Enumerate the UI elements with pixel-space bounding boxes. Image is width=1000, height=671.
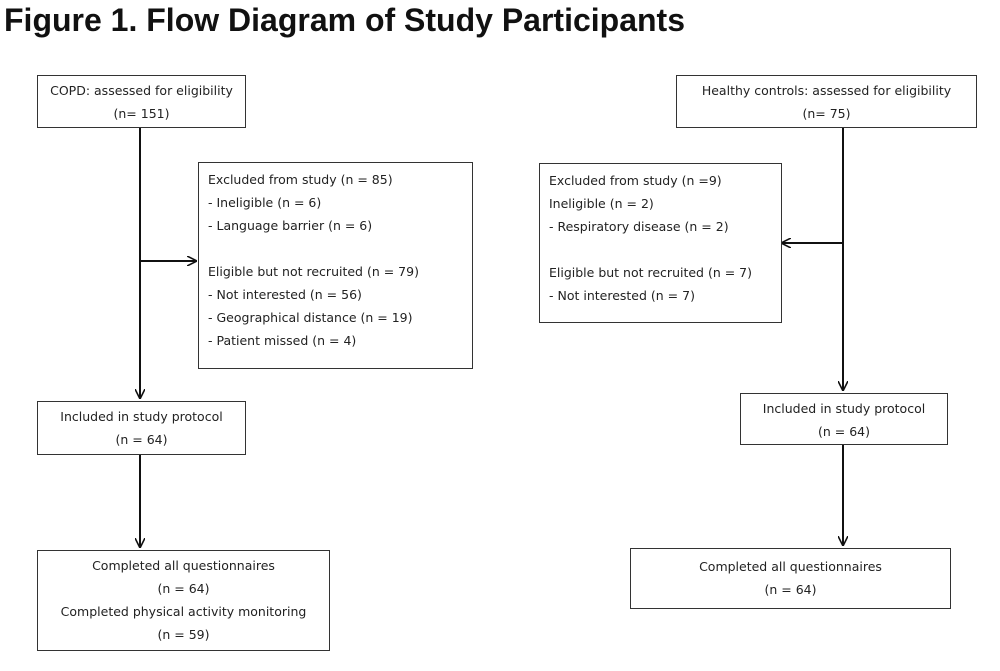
- copd-patient-missed: - Patient missed (n = 4): [208, 333, 357, 348]
- controls-excluded-ineligible: Ineligible (n = 2): [549, 196, 654, 211]
- controls-included-label: Included in study protocol: [762, 401, 926, 416]
- controls-completed-questionnaires: Completed all questionnaires: [699, 559, 882, 574]
- copd-included-count: (n = 64): [115, 432, 168, 447]
- copd-completed-questionnaires: Completed all questionnaires: [92, 558, 275, 573]
- copd-excluded-language: - Language barrier (n = 6): [208, 218, 373, 233]
- figure-title: Figure 1. Flow Diagram of Study Particip…: [4, 2, 685, 38]
- controls-excluded-header: Excluded from study (n =9): [549, 173, 722, 188]
- controls-completed-count: (n = 64): [764, 582, 817, 597]
- copd-excluded-ineligible: - Ineligible (n = 6): [208, 195, 322, 210]
- copd-included-box: Included in study protocol (n = 64): [37, 401, 246, 455]
- copd-completed-questionnaires-count: (n = 64): [157, 581, 210, 596]
- controls-assessed-label: Healthy controls: assessed for eligibili…: [701, 83, 952, 98]
- controls-included-count: (n = 64): [817, 424, 870, 439]
- copd-assessed-box: COPD: assessed for eligibility (n= 151): [37, 75, 246, 128]
- controls-eligible-not-recruited: Eligible but not recruited (n = 7): [549, 265, 753, 280]
- controls-excluded-box: Excluded from study (n =9) Ineligible (n…: [539, 163, 782, 323]
- controls-assessed-box: Healthy controls: assessed for eligibili…: [676, 75, 977, 128]
- copd-assessed-count: (n= 151): [113, 106, 170, 121]
- controls-completed-box: Completed all questionnaires (n = 64): [630, 548, 951, 609]
- copd-included-label: Included in study protocol: [60, 409, 223, 424]
- copd-not-interested: - Not interested (n = 56): [208, 287, 362, 302]
- copd-geo-distance: - Geographical distance (n = 19): [208, 310, 413, 325]
- controls-not-interested: - Not interested (n = 7): [549, 288, 695, 303]
- copd-assessed-label: COPD: assessed for eligibility: [50, 83, 233, 98]
- copd-eligible-not-recruited: Eligible but not recruited (n = 79): [208, 264, 419, 279]
- copd-completed-box: Completed all questionnaires (n = 64) Co…: [37, 550, 330, 651]
- controls-excluded-respiratory: - Respiratory disease (n = 2): [549, 219, 729, 234]
- copd-completed-activity-count: (n = 59): [157, 627, 210, 642]
- copd-completed-activity: Completed physical activity monitoring: [60, 604, 307, 619]
- copd-excluded-box: Excluded from study (n = 85) - Ineligibl…: [198, 162, 473, 369]
- controls-assessed-count: (n= 75): [802, 106, 851, 121]
- controls-included-box: Included in study protocol (n = 64): [740, 393, 948, 445]
- copd-excluded-header: Excluded from study (n = 85): [208, 172, 393, 187]
